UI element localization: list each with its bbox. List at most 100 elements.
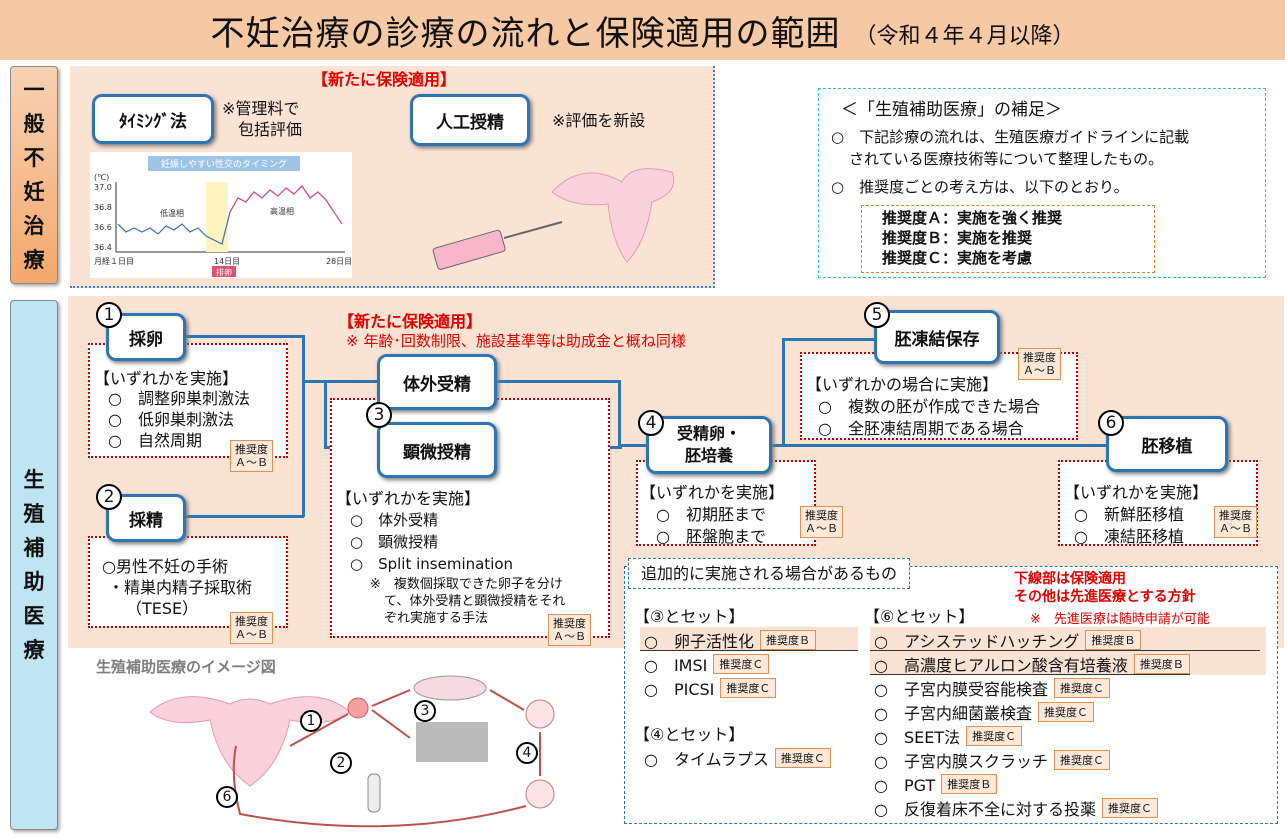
new-coverage-note: ※ 年齢･回数制限、施設基準等は助成金と概ね同様 (346, 332, 686, 350)
page-title-bar: 不妊治療の診療の流れと保険適用の範囲 （令和４年４月以降） (0, 0, 1285, 60)
chart-unit: (℃) (94, 173, 109, 182)
tab-char: 補 (23, 536, 45, 560)
tab-assisted-reproduction: 生 殖 補 助 医 療 (10, 300, 58, 830)
oocyte-icon (347, 697, 369, 719)
image-num-6: 6 (216, 786, 238, 808)
step3-item: ○ Split insemination (350, 555, 514, 573)
additional-item: ○ SEET法推奨度Ｃ (874, 724, 1190, 748)
arrow (371, 689, 411, 707)
grade-badge: 推奨度Ｂ (759, 630, 816, 650)
step2-item: ・精巣内精子採取術 (108, 578, 253, 597)
badge-line: 推奨度 (235, 615, 268, 628)
step4-heading: 【いずれかを実施】 (640, 483, 785, 502)
additional-item-name: ○ アシステッドハッチング (874, 632, 1080, 651)
supplement-heading: ＜「生殖補助医療」の補足＞ (841, 100, 1062, 120)
chart-ovulation: 排卵 (216, 267, 232, 277)
step1-item: ○ 調整卵巣刺激法 (108, 389, 250, 408)
chart-bbt-line-high (229, 185, 343, 225)
additional-item: ○ 子宮内細菌叢検査推奨度Ｃ (874, 700, 1190, 724)
tab-char: 治 (23, 214, 45, 238)
insemination-illustration (432, 152, 712, 282)
step3-note-line: て、体外受精と顕微授精をそれ (384, 594, 566, 609)
set6-heading: 【⑥とセット】 (864, 607, 975, 626)
step5-item: ○ 全胚凍結周期である場合 (818, 419, 1024, 438)
connector (302, 335, 305, 517)
chart-xlabel: 月経１日目 (94, 256, 134, 266)
chart-banner: 妊娠しやすい性交のタイミング (161, 158, 287, 170)
grade-badge: 推奨度Ｃ (1037, 702, 1094, 722)
uterus-icon (149, 696, 351, 787)
bbt-chart: 妊娠しやすい性交のタイミング (℃) 37.0 36.8 36.6 36.4 低… (90, 152, 352, 278)
connector (618, 444, 646, 447)
set4-heading: 【④とセット】 (634, 725, 745, 744)
step4-label-line: 受精卵・ (676, 424, 741, 443)
tab-char: 療 (23, 248, 45, 272)
step4-culture-box: 受精卵・ 胚培養 (646, 416, 772, 474)
connector (782, 338, 785, 446)
page-subtitle: （令和４年４月以降） (854, 24, 1075, 49)
step3-note-line: ぞれ実施する手法 (384, 611, 489, 626)
supplement-line2: ○ 推奨度ごとの考え方は、以下のとおり。 (831, 178, 1129, 196)
additional-item-name: ○ IMSI (644, 656, 708, 675)
step1-heading: 【いずれかを実施】 (94, 369, 239, 388)
tab-char: 一 (23, 78, 45, 102)
tab-char: 妊 (23, 180, 45, 204)
step1-egg-retrieval: 採卵 (106, 313, 186, 361)
set4-list: ○ タイムラプス推奨度Ｃ (644, 746, 831, 770)
step1-item: ○ 低卵巣刺激法 (108, 410, 234, 429)
badge-line: Ａ～Ｂ (235, 628, 268, 641)
additional-item: ○ 卵子活性化推奨度Ｂ (644, 628, 816, 652)
petri-dish-icon (413, 675, 487, 701)
badge-line: Ａ～Ｂ (805, 522, 838, 535)
chart-banner-bg (148, 156, 300, 171)
grade-badge: 推奨度Ｃ (1053, 678, 1110, 698)
legend-note: ※ 先進医療は随時申請が可能 (1030, 612, 1210, 627)
step5-item: ○ 複数の胚が作成できた場合 (818, 397, 1040, 416)
additional-item: ○ 子宮内膜受容能検査推奨度Ｃ (874, 676, 1190, 700)
step2-item: （TESE） (126, 599, 199, 618)
set3-heading: 【③とセット】 (634, 607, 745, 626)
set3-covered-bg (640, 627, 858, 651)
timing-method-box: ﾀｲﾐﾝｸﾞ法 (92, 94, 214, 144)
badge-line: Ａ～Ｂ (235, 456, 268, 469)
connector (324, 380, 327, 448)
step2-number: 2 (96, 484, 122, 510)
grade-badge: 推奨度Ｂ (1085, 630, 1142, 650)
connector (186, 335, 304, 338)
step1-number: 1 (96, 302, 122, 328)
grade-badge: 推奨度Ｃ (1053, 750, 1110, 770)
additional-item: ○ 高濃度ヒアルロン酸含有培養液推奨度Ｂ (874, 652, 1190, 676)
chart-low-phase: 低温相 (160, 208, 184, 218)
set6-covered-bg (870, 627, 1266, 675)
timing-note: ※管理料で 包括評価 (222, 98, 302, 140)
microscope-image-icon (416, 722, 488, 762)
art-image-diagram (140, 666, 620, 836)
step4-label-line: 胚培養 (684, 446, 733, 465)
step6-transfer-box: 胚移植 (1106, 416, 1228, 472)
step6-item: ○ 新鮮胚移植 (1074, 505, 1184, 524)
connector (302, 380, 377, 383)
tab-char: 療 (23, 638, 45, 662)
additional-item-name: ○ 子宮内細菌叢検査 (874, 704, 1032, 723)
grade-badge: 推奨度Ｃ (966, 726, 1023, 746)
badge-line: Ａ～Ｂ (1023, 364, 1056, 377)
grade-badge: 推奨度Ｂ (1133, 654, 1190, 674)
image-num-3: 3 (414, 700, 436, 722)
blastocyst-icon (525, 779, 555, 809)
additional-item: ○ 子宮内膜スクラッチ推奨度Ｃ (874, 748, 1190, 772)
chart-ytick: 36.8 (94, 203, 112, 212)
new-coverage-label-general: 【新たに保険適用】 (312, 70, 457, 89)
arrow (289, 713, 349, 747)
ai-note: ※評価を新設 (552, 111, 646, 130)
tab-char: 医 (23, 604, 45, 628)
chart-fertile-window (206, 182, 228, 252)
step2-item: ○男性不妊の手術 (102, 557, 228, 576)
